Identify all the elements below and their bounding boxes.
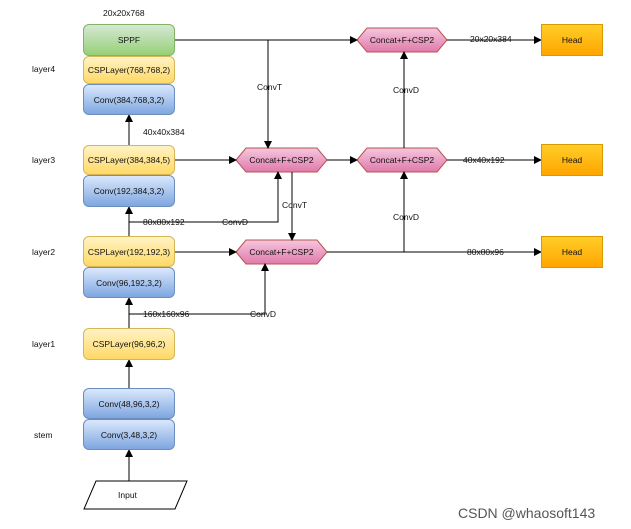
head-top[interactable]: Head: [541, 24, 603, 56]
shape-sppf-out: 20x20x768: [103, 8, 145, 18]
edge-convD-right-top: ConvD: [393, 85, 419, 95]
watermark: CSDN @whaosoft143: [458, 505, 596, 521]
edge-convT-mid: ConvT: [282, 200, 308, 210]
input-label[interactable]: Input: [118, 490, 137, 500]
edge-convT-top: ConvT: [257, 82, 283, 92]
csp-layer2-block[interactable]: CSPLayer(192,192,3): [83, 236, 175, 267]
edge-convD-right-mid: ConvD: [393, 212, 419, 222]
stem-label: stem: [34, 430, 53, 440]
fusion-bottom-label[interactable]: Concat+F+CSP2: [249, 247, 314, 257]
csp-layer4-block[interactable]: CSPLayer(768,768,2): [83, 56, 175, 84]
shape-l4-out: 40x40x384: [143, 127, 185, 137]
layer3-label: layer3: [32, 155, 56, 165]
arrow-convD-l3: [129, 171, 282, 223]
head-mid[interactable]: Head: [541, 144, 603, 176]
input-shape: [83, 480, 188, 510]
layer1-label: layer1: [32, 339, 56, 349]
edge-convD-l2: ConvD: [250, 309, 276, 319]
shape-head-mid: 40x40x192: [463, 155, 505, 165]
conv-stem1-block[interactable]: Conv(3,48,3,2): [83, 419, 175, 450]
conv-layer2-block[interactable]: Conv(96,192,3,2): [83, 267, 175, 298]
sppf-block[interactable]: SPPF: [83, 24, 175, 56]
shape-head-top: 20x20x384: [470, 34, 512, 44]
layer2-label: layer2: [32, 247, 56, 257]
fusion-mid-right-label[interactable]: Concat+F+CSP2: [369, 155, 435, 165]
layer4-label: layer4: [32, 64, 56, 74]
arrow-convD-l2: [129, 263, 269, 315]
head-bottom[interactable]: Head: [541, 236, 603, 268]
fusion-mid-left-label[interactable]: Concat+F+CSP2: [249, 155, 314, 165]
edge-convD-l3: ConvD: [222, 217, 248, 227]
fusion-top-label[interactable]: Concat+F+CSP2: [369, 35, 435, 45]
conv-stem2-block[interactable]: Conv(48,96,3,2): [83, 388, 175, 419]
shape-l2-out: 160x160x96: [143, 309, 190, 319]
csp-layer1-block[interactable]: CSPLayer(96,96,2): [83, 328, 175, 360]
shape-head-bottom: 80x80x96: [467, 247, 504, 257]
conv-layer4-block[interactable]: Conv(384,768,3,2): [83, 84, 175, 115]
csp-layer3-block[interactable]: CSPLayer(384,384,5): [83, 145, 175, 175]
shape-l3-out: 80x80x192: [143, 217, 185, 227]
conv-layer3-block[interactable]: Conv(192,384,3,2): [83, 175, 175, 207]
